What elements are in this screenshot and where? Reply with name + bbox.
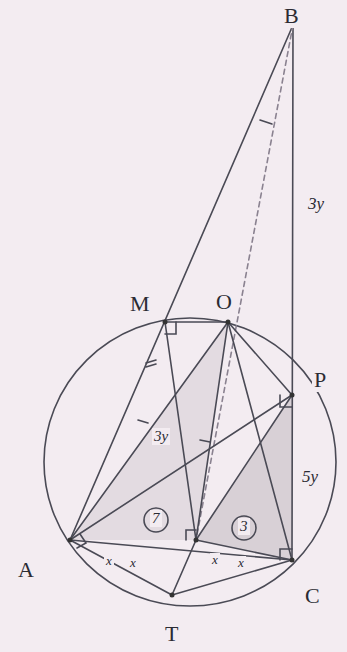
length-label: 3y [306, 195, 326, 214]
point-label: A [16, 558, 36, 582]
length-label: x [104, 554, 114, 568]
length-label: 3y [152, 428, 170, 445]
point-label: O [214, 290, 234, 314]
length-label: 5y [300, 468, 320, 487]
region-number: 3 [238, 518, 250, 535]
point-label: M [128, 292, 152, 316]
length-label: x [210, 553, 220, 567]
point-label: T [163, 622, 180, 646]
region-number: 7 [150, 510, 162, 527]
point-label: P [312, 368, 328, 392]
point-label: C [303, 584, 322, 608]
point-label: B [282, 4, 301, 28]
length-label: x [236, 556, 246, 570]
length-label: x [128, 556, 138, 570]
